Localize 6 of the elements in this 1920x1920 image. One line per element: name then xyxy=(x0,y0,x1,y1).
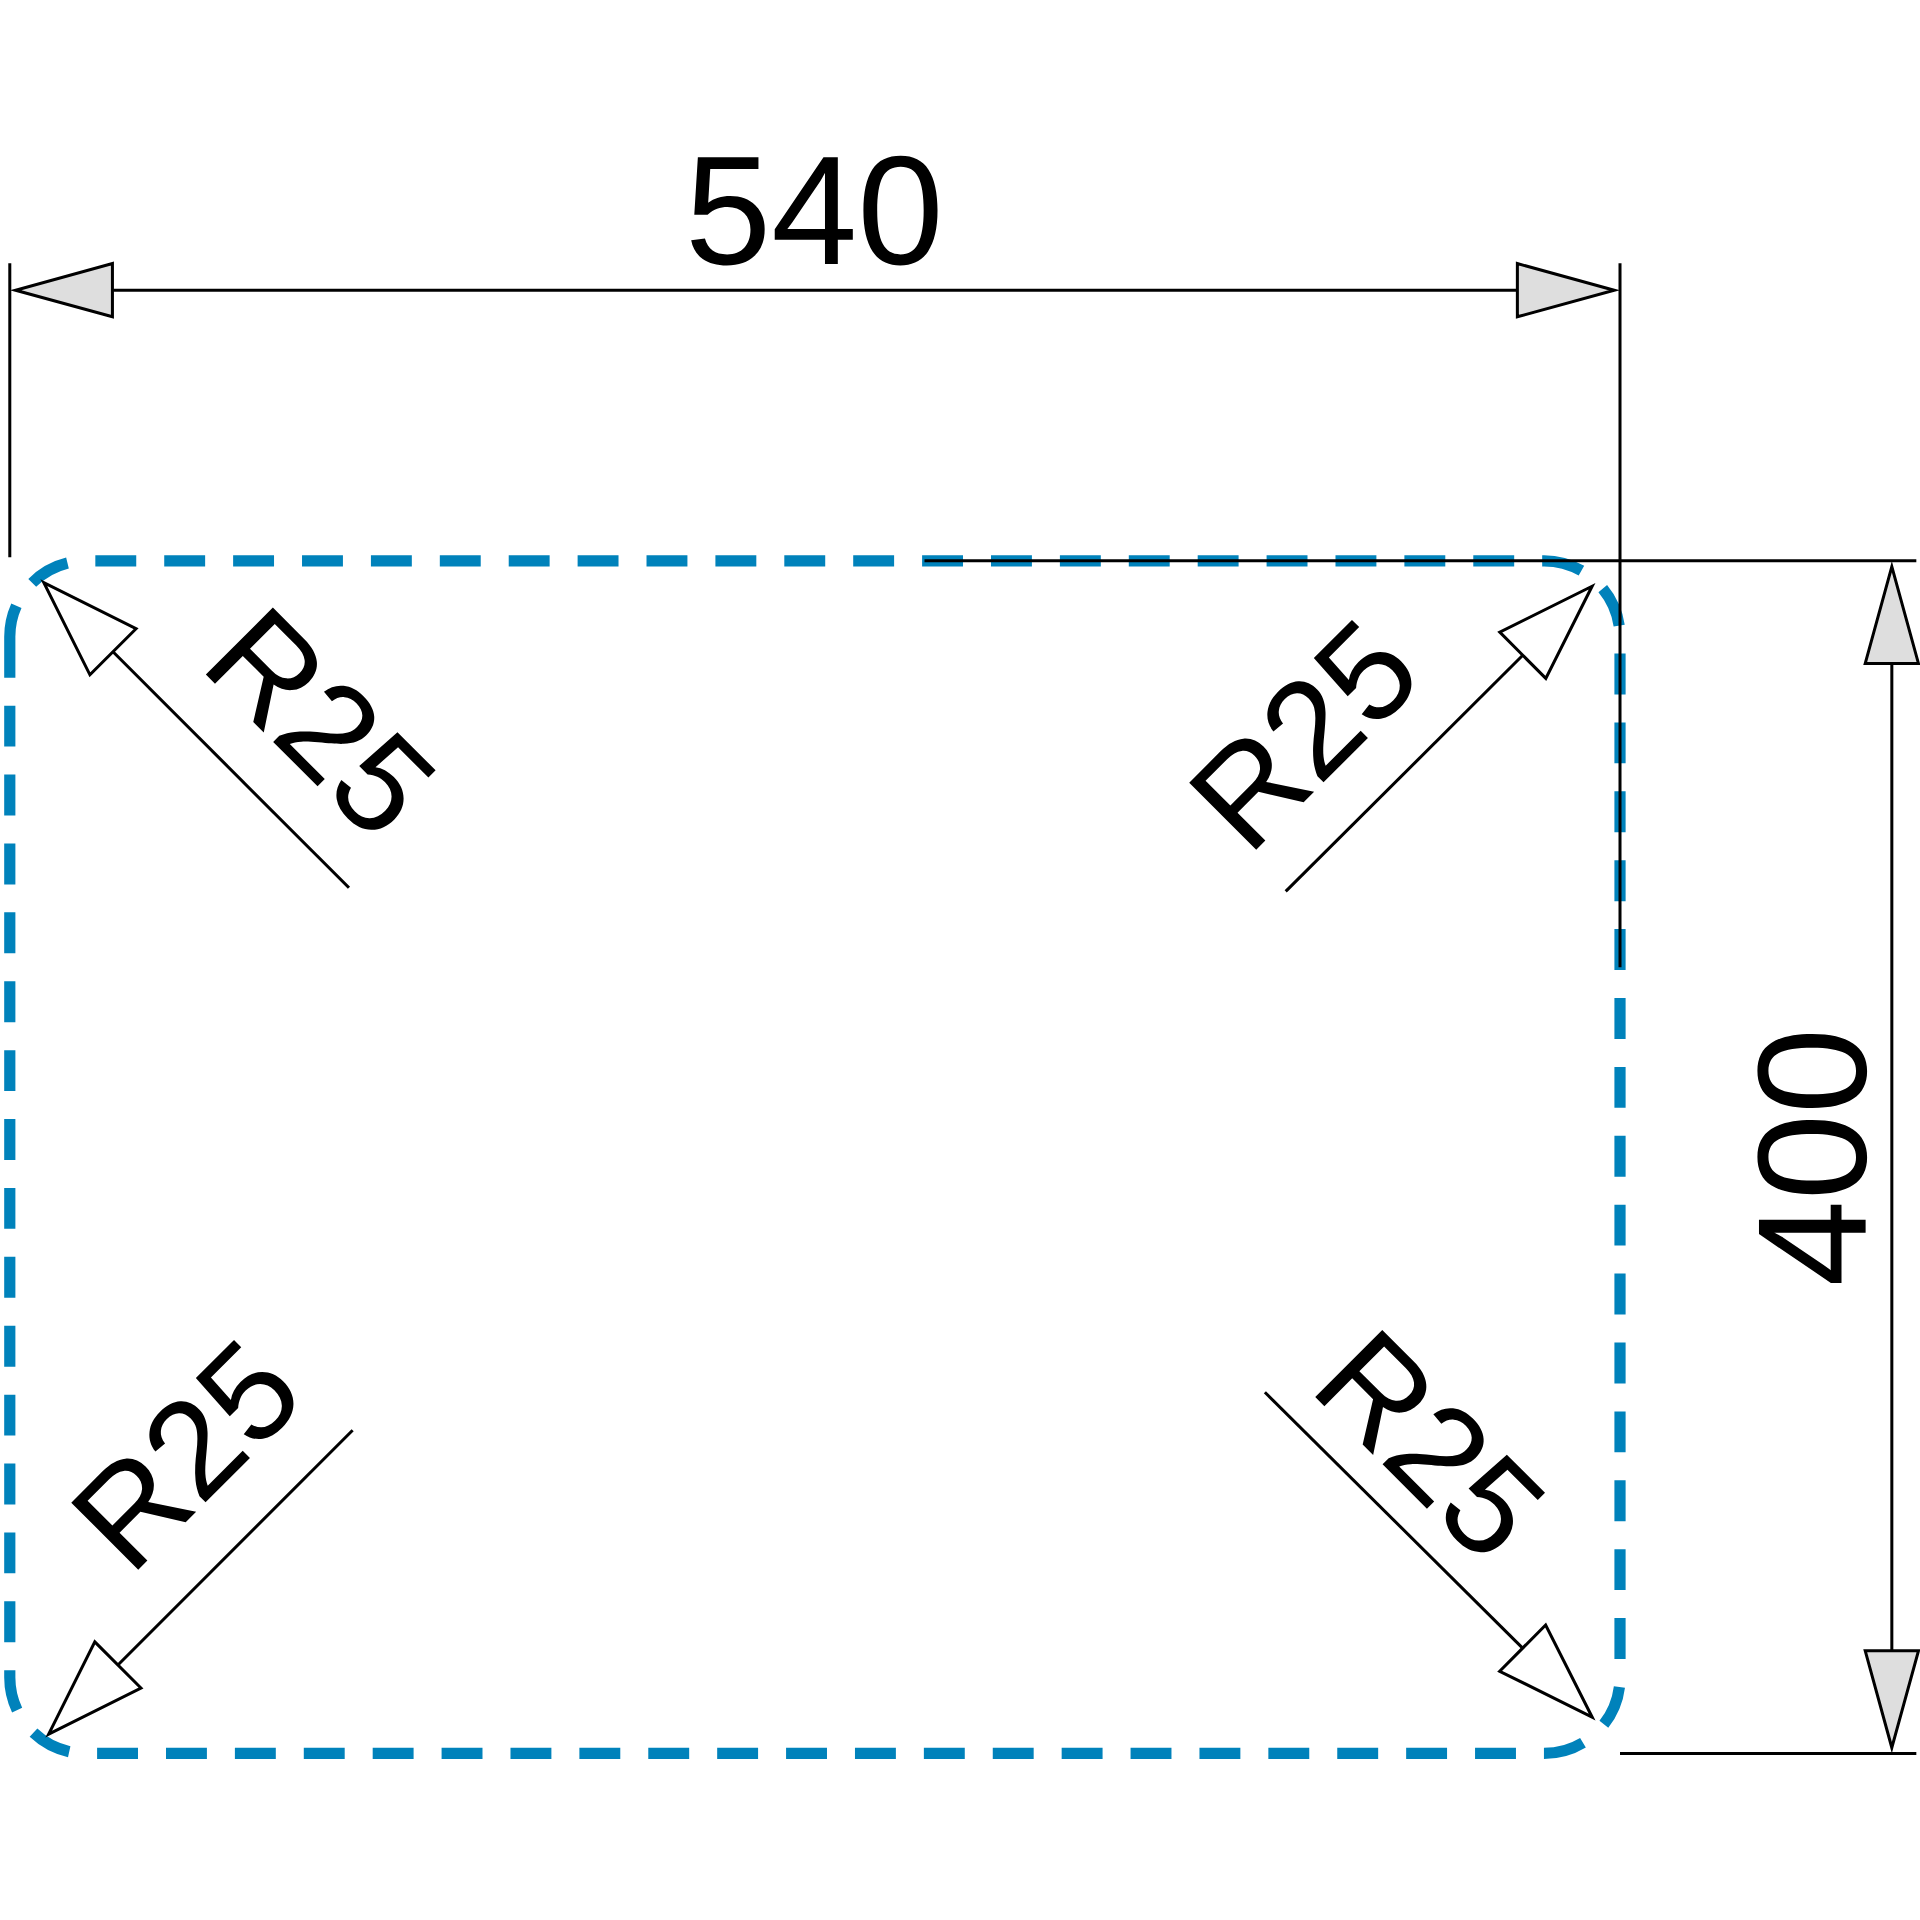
dimension-label: 400 xyxy=(1757,1033,1868,1283)
radius-label: R25 xyxy=(1189,619,1412,850)
radius-label: R25 xyxy=(205,607,436,830)
radius-label: R25 xyxy=(1315,1330,1545,1553)
dimension-label: 540 xyxy=(691,155,938,266)
radius-label: R25 xyxy=(71,1339,294,1570)
